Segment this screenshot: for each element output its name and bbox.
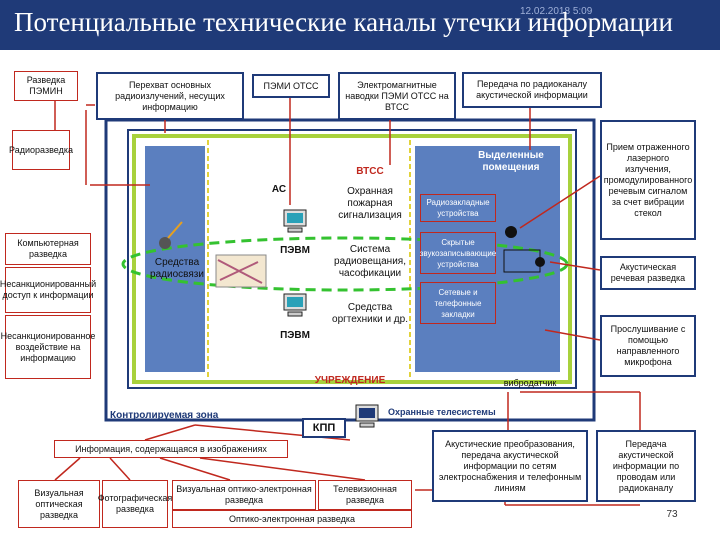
images-info-box: Информация, содержащаяся в изображениях (54, 440, 288, 458)
bug-box-network: Сетевые и телефонные закладки (420, 282, 496, 324)
pevm-label: ПЭВМ (280, 330, 310, 341)
vtss-item: Система радиовещания, часофикации (334, 244, 406, 279)
institution-label: УЧРЕЖДЕНИЕ (314, 375, 386, 386)
vtss-label: ВТСС (356, 166, 384, 177)
top-box-em: Электромагнитные наводки ПЭМИ ОТСС на ВТ… (338, 72, 456, 120)
top-box-intercept: Перехват основных радиоизлучений, несущи… (96, 72, 244, 120)
tv-camera-icon (354, 403, 380, 429)
tv-box: Телевизионная разведка (318, 480, 412, 510)
right-box-microphone: Прослушивание с помощью направленного ми… (600, 315, 696, 377)
slide-date: 12.02.2018 5:09 (520, 6, 593, 17)
header-bar: 12.02.2018 5:09 Потенциальные технически… (0, 0, 720, 50)
right-box-laser: Прием отраженного лазерного излучения, п… (600, 120, 696, 240)
radio-means-label: Средства радиосвязи (150, 257, 204, 280)
tv-systems-label: Охранные телесистемы (388, 407, 496, 417)
computer-icon (282, 292, 308, 318)
page-title: Потенциальные технические каналы утечки … (14, 7, 673, 37)
left-box-radio: Радиоразведка (9, 130, 73, 170)
left-box-nsd: Несанкционированный доступ к информации (0, 267, 96, 313)
top-box-pemi: ПЭМИ ОТСС (252, 74, 330, 98)
institution-green-frame (132, 134, 572, 384)
vibro-label: вибродатчик (503, 378, 557, 388)
allocated-label: Выделенные помещения (478, 150, 544, 173)
bug-box-recorder: Скрытые звукозаписывающие устройства (420, 232, 496, 274)
vtss-item: Средства оргтехники и др. (332, 302, 408, 325)
acoustic-conv-box: Акустические преобразования, передача ак… (432, 430, 588, 502)
wire-box: Передача акустической информации по пров… (596, 430, 696, 502)
oe-box: Оптико-электронная разведка (172, 510, 412, 528)
kpp-box: КПП (302, 418, 346, 438)
top-box-radio: Передача по радиоканалу акустической инф… (462, 72, 602, 108)
left-box-nsv: Несанкционированное воздействие на инфор… (1, 315, 95, 379)
zone-label: Контролируемая зона (110, 410, 219, 421)
pevm-label: ПЭВМ (280, 245, 310, 256)
visual-box: Визуальная оптическая разведка (18, 480, 100, 528)
photo-box: Фотографическая разведка (98, 480, 172, 528)
otss-label: ОТСС (215, 156, 245, 167)
bug-box-radio: Радиозакладные устройства (420, 194, 496, 222)
visual-oe-box: Визуальная оптико-электронная разведка (172, 480, 316, 510)
right-box-acoustic: Акустическая речевая разведка (600, 256, 696, 290)
computer-icon (282, 208, 308, 234)
page-number: 73 (666, 509, 678, 520)
left-box-computer: Компьютерная разведка (5, 233, 91, 265)
left-box-pemin: Разведка ПЭМИН (14, 71, 78, 101)
vtss-item: Охранная пожарная сигнализация (338, 186, 402, 221)
as-label: АС (271, 184, 287, 195)
otss-panel-left (145, 146, 205, 372)
